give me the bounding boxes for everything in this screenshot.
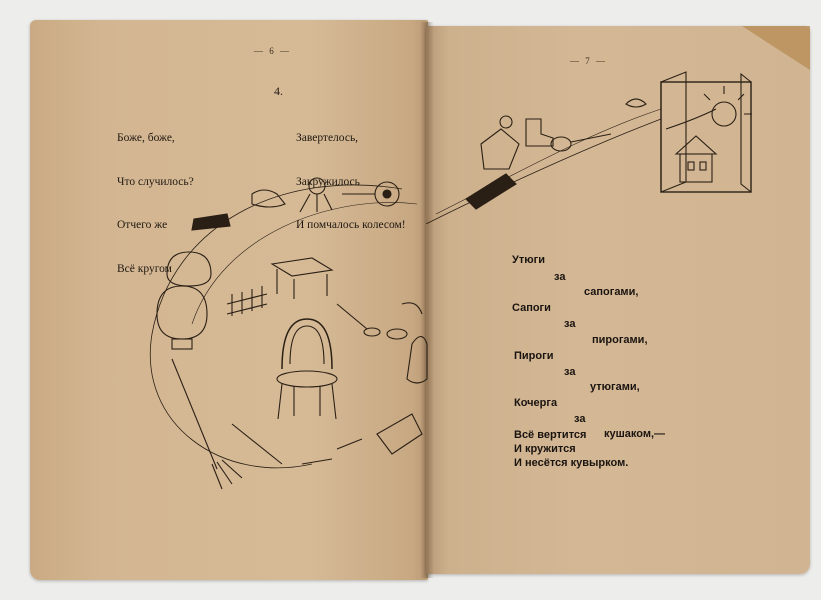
book-gutter <box>420 22 434 578</box>
left-page <box>30 20 428 580</box>
whirl-illustration-left <box>149 177 428 490</box>
right-verse: Утюги за сапогами, Сапоги за пирогами, П… <box>512 254 712 454</box>
page-number-left: — 6 — <box>254 46 291 56</box>
verse-line: Закружилось <box>296 175 360 188</box>
verse-word: Сапоги <box>512 302 551 314</box>
whirl-illustration-right <box>426 71 752 224</box>
open-book: — 6 — 4. Боже, боже, Что случилось? Отче… <box>22 14 812 586</box>
verse-line: Что случилось? <box>117 175 194 188</box>
section-number: 4. <box>274 84 283 98</box>
verse-word: за <box>574 413 586 425</box>
stanza-left: Боже, боже, Что случилось? Отчего же Всё… <box>117 102 194 305</box>
verse-word: кушаком,— <box>604 428 666 440</box>
verse-word: утюгами, <box>590 381 640 393</box>
right-verse-ending: Всё вертится И кружится И несётся кувырк… <box>514 429 674 489</box>
verse-word: Кочерга <box>514 397 558 409</box>
verse-word: Утюги <box>512 254 545 266</box>
verse-line: Всё кругом <box>117 262 172 275</box>
verse-line: Завертелось, <box>296 132 359 144</box>
verse-word: за <box>554 271 566 283</box>
page-number-right: — 7 — <box>570 56 607 66</box>
verse-word: Пироги <box>514 350 554 362</box>
verse-line: И кружится <box>514 443 576 455</box>
right-page <box>426 26 810 574</box>
verse-word: сапогами, <box>584 286 639 298</box>
stanza-right: Завертелось, Закружилось И помчалось кол… <box>296 102 406 262</box>
verse-word: за <box>564 318 576 330</box>
verse-line: И помчалось колесом! <box>296 219 406 231</box>
verse-line: Боже, боже, <box>117 132 175 144</box>
verse-line: И несётся кувырком. <box>514 457 629 469</box>
verse-word: пирогами, <box>592 334 648 346</box>
verse-line: Всё вертится <box>514 429 587 441</box>
verse-line: Отчего же <box>117 219 168 231</box>
verse-word: за <box>564 366 576 378</box>
